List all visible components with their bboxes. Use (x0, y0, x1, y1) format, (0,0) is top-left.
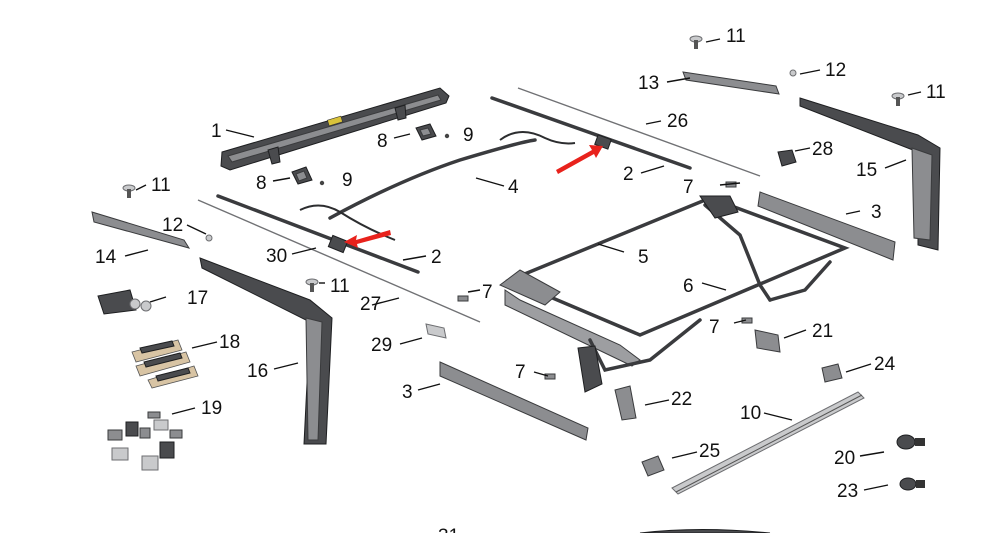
part-17-pads (97, 289, 152, 315)
callout-29: 29 (371, 335, 392, 356)
callout-6: 6 (683, 276, 694, 297)
part-8-bracket-lower (291, 166, 313, 185)
part-11-screw-b (891, 92, 905, 106)
callout-8-lower: 8 (256, 173, 267, 194)
callout-26: 26 (667, 111, 688, 132)
part-1-front-header (220, 87, 450, 171)
part-9-bolt-lower (319, 180, 325, 186)
part-10-bottom-rail (671, 391, 865, 495)
callout-23: 23 (837, 481, 858, 502)
part-5-frame (499, 196, 850, 367)
callout-16: 16 (247, 361, 268, 382)
part-16-pillar-left (199, 257, 333, 445)
part-15-pillar-right (799, 97, 941, 251)
part-22-bracket (614, 385, 637, 421)
part-29-bracket (425, 323, 447, 339)
callout-7-a: 7 (683, 177, 694, 198)
callout-14: 14 (95, 247, 117, 268)
highlight-arrow-upper (556, 145, 603, 174)
part-26-rail-upper (490, 87, 761, 177)
leader-arrows (124, 38, 922, 491)
callout-22: 22 (671, 389, 692, 410)
part-28-bracket (777, 149, 797, 167)
part-19-bracket-kit (107, 411, 183, 471)
callout-10: 10 (740, 403, 761, 424)
callout-13: 13 (638, 73, 659, 94)
callout-31: 31 (438, 526, 459, 533)
callout-12-left: 12 (162, 215, 183, 236)
callout-3-left: 3 (402, 382, 413, 403)
callout-7-c: 7 (709, 317, 720, 338)
callout-28: 28 (812, 139, 833, 160)
callout-20: 20 (834, 448, 855, 469)
callout-21: 21 (812, 321, 833, 342)
callout-25: 25 (699, 441, 720, 462)
part-18-strips (131, 339, 199, 389)
callout-24: 24 (874, 354, 896, 375)
callout-4: 4 (508, 177, 519, 198)
part-23-bolt (899, 477, 925, 491)
callout-11-top: 11 (726, 26, 746, 47)
part-6-linkage (577, 195, 832, 393)
part-11-screw-c (122, 184, 136, 198)
part-3-seal-right (757, 191, 896, 261)
part-12-fastener-b (205, 234, 213, 242)
callout-1: 1 (211, 121, 222, 142)
part-31-trim (639, 529, 771, 533)
part-11-screw-d (305, 278, 319, 292)
callout-19: 19 (201, 398, 222, 419)
callout-15: 15 (856, 160, 877, 181)
callout-8-upper: 8 (377, 131, 388, 152)
part-8-bracket-upper (415, 123, 437, 141)
part-12-fastener-a (789, 69, 797, 77)
part-4-rear-bow (328, 138, 537, 220)
callout-9-upper: 9 (463, 125, 474, 146)
callout-11-mid: 11 (330, 276, 350, 297)
callout-7-b: 7 (482, 282, 493, 303)
callout-12-right: 12 (825, 60, 846, 81)
part-20-bolt (896, 434, 925, 450)
callout-3-right: 3 (871, 202, 882, 223)
callout-17: 17 (187, 288, 208, 309)
part-2-rail-lower (197, 194, 481, 323)
highlight-arrow-lower (344, 230, 391, 248)
callout-11-left: 11 (151, 175, 171, 196)
callout-18: 18 (219, 332, 240, 353)
callout-2-lower: 2 (431, 247, 442, 268)
callout-30: 30 (266, 246, 287, 267)
callout-27: 27 (360, 294, 381, 315)
callout-11-right: 11 (926, 82, 946, 103)
part-9-bolt-upper (444, 133, 450, 139)
part-7-clip-d (544, 373, 556, 380)
part-24-bracket (821, 363, 843, 383)
part-7-clip-b (457, 295, 469, 302)
part-11-screw-a (689, 35, 703, 49)
callout-9-lower: 9 (342, 170, 353, 191)
part-25-bracket (641, 455, 665, 477)
part-3-seal-left (439, 361, 589, 441)
part-21-bracket (754, 329, 781, 353)
callout-5: 5 (638, 247, 649, 268)
callout-numbers: 1 8 9 8 9 4 2 11 13 12 11 26 28 15 3 7 1… (95, 26, 946, 533)
part-13-rail-right (682, 71, 780, 95)
callout-2-upper: 2 (623, 164, 634, 185)
callout-7-d: 7 (515, 362, 526, 383)
part-14-rail-left (91, 211, 191, 249)
